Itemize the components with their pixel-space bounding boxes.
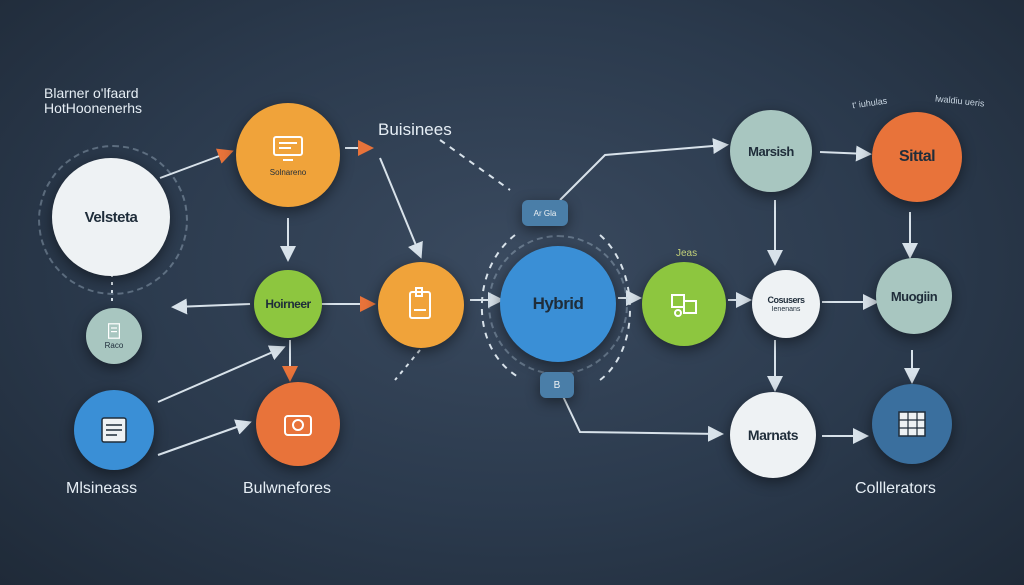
- document-icon: [97, 415, 131, 445]
- marneaess-node[interactable]: [74, 390, 154, 470]
- bulwnefores-node[interactable]: [256, 382, 340, 466]
- hybrid-text: Hybrid: [532, 294, 584, 313]
- puzzle-icon: [667, 289, 701, 319]
- bulwnefores-label: Bulwnefores: [243, 480, 332, 497]
- spreadsheet-icon: [895, 409, 929, 439]
- jeas-label: Jeas: [676, 248, 698, 259]
- link-business-hub: [439, 139, 511, 191]
- sittal-text: Sittal: [898, 148, 936, 165]
- collaborators-label: Colllerators: [855, 480, 936, 497]
- link-hoirneer-left: [171, 298, 251, 315]
- link-marne-bulw: [157, 419, 252, 456]
- marnats-node[interactable]: Marnats: [730, 392, 816, 478]
- link-business-orange: [379, 157, 423, 259]
- hybrid-node[interactable]: Hybrid: [500, 246, 616, 362]
- muogiin-node[interactable]: Muogiin: [876, 258, 952, 334]
- document-icon: [103, 322, 125, 340]
- link-hub-arc-right: [599, 234, 631, 381]
- hub-bottom-badge: B: [540, 372, 574, 398]
- top-left-line-2: HotHoonenerhs: [44, 100, 143, 116]
- tablet-icon: [404, 286, 438, 324]
- hub-top-text: Ar Gla: [533, 208, 557, 218]
- marneaess-label: Mlsineass: [66, 480, 138, 497]
- top-left-line-1: Blarner o'lfaard: [44, 85, 139, 101]
- hub-top-badge: Ar Gla: [522, 200, 568, 226]
- camera-icon: [281, 409, 315, 439]
- business-label: Buisinees: [378, 120, 452, 139]
- cosusers-subtext: Ienenans: [771, 306, 801, 313]
- hub-bottom-text: B: [553, 379, 561, 391]
- link-orange-hubbottom: [394, 349, 421, 381]
- orange-center-node[interactable]: [378, 262, 464, 348]
- hoirneer-text: Hoirneer: [265, 297, 311, 311]
- collaborators-node[interactable]: [872, 384, 952, 464]
- solhareno-text: Solnareno: [269, 167, 307, 177]
- solhareno-node[interactable]: Solnareno: [236, 103, 340, 207]
- green-right-node[interactable]: [642, 262, 726, 346]
- link-velstea-solhareno: [159, 148, 234, 179]
- link-marsish-sittal: [819, 145, 872, 162]
- link-hub-arc-left: [480, 234, 521, 379]
- raco-text: Raco: [104, 341, 124, 350]
- raco-node[interactable]: Raco: [86, 308, 142, 364]
- marsish-text: Marsish: [748, 143, 794, 159]
- marnats-text: Marnats: [747, 427, 799, 443]
- cosusers-text: Cosusers: [767, 295, 805, 305]
- cosusers-node[interactable]: Cosusers Ienenans: [752, 270, 820, 338]
- velstea-node[interactable]: Velsteta: [52, 158, 170, 276]
- top-left-caption: Blarner o'lfaard HotHoonenerhs: [44, 86, 142, 116]
- sittal-node[interactable]: Sittal: [872, 112, 962, 202]
- link-hub-marsish: [559, 138, 729, 201]
- hoirneer-node[interactable]: Hoirneer: [254, 270, 322, 338]
- marsish-node[interactable]: Marsish: [730, 110, 812, 192]
- muogiin-text: Muogiin: [890, 288, 938, 304]
- monitor-icon: [271, 134, 305, 164]
- link-hub-marnats: [559, 389, 724, 442]
- velstea-text: Velsteta: [84, 208, 138, 226]
- link-marne-hoirneer: [157, 345, 286, 403]
